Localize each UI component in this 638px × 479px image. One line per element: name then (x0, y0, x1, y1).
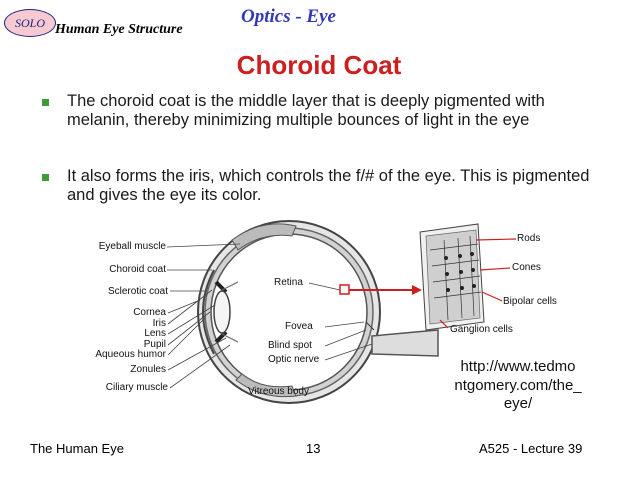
retina-inset (419, 223, 485, 331)
blind-spot-mark (365, 321, 375, 331)
bullet-text-1: The choroid coat is the middle layer tha… (67, 92, 545, 129)
retina-leader-lines (439, 238, 517, 329)
label-vitreous-body: Vitreous body (248, 386, 309, 397)
retina-highlight-box (339, 284, 350, 295)
url-line-1: http://www.tedmo (460, 358, 576, 375)
footer-title: The Human Eye (30, 441, 124, 456)
bullet-marker (42, 171, 52, 181)
lens (213, 290, 231, 334)
label-bipolar-cells: Bipolar cells (503, 296, 557, 307)
source-url: http://www.tedmo ntgomery.com/the_ eye/ (443, 358, 593, 414)
label-optic-nerve: Optic nerve (268, 354, 320, 365)
label-pupil: Pupil (143, 339, 166, 350)
label-ciliary-muscle: Ciliary muscle (105, 382, 168, 393)
label-choroid-coat: Choroid coat (109, 264, 166, 275)
label-rods: Rods (517, 233, 541, 244)
inner-leader-lines (308, 282, 373, 361)
page-number: 13 (306, 441, 321, 456)
slide-title: Choroid Coat (236, 50, 402, 80)
url-line-3: eye/ (503, 395, 533, 412)
label-eyeball-muscle: Eyeball muscle (98, 241, 166, 252)
eyeball-muscle-bottom (235, 373, 297, 398)
header-title: Optics - Eye (241, 6, 336, 27)
label-sclerotic-coat: Sclerotic coat (107, 286, 168, 297)
footer-lecture: A525 - Lecture 39 (479, 441, 583, 456)
solo-logo: SOLO (4, 9, 56, 37)
zonules (221, 281, 239, 343)
label-lens: Lens (144, 328, 166, 339)
bullet-marker (42, 96, 52, 106)
label-cones: Cones (512, 262, 541, 273)
label-aqueous-humor: Aqueous humor (95, 349, 166, 360)
vitreous-body (210, 233, 368, 391)
eyeball-muscle-top (231, 223, 297, 251)
label-cornea: Cornea (133, 307, 166, 318)
label-blind-spot: Blind spot (268, 340, 312, 351)
label-retina: Retina (274, 277, 303, 288)
label-zonules: Zonules (130, 364, 166, 375)
optic-nerve (371, 329, 439, 357)
label-ganglion-cells: Ganglion cells (450, 324, 513, 335)
url-line-2: ntgomery.com/the_ (454, 376, 582, 394)
left-leader-lines (166, 243, 241, 389)
arrow-head (412, 285, 422, 295)
label-fovea: Fovea (285, 321, 313, 332)
bullet-text-2: It also forms the iris, which controls t… (67, 167, 590, 204)
iris (214, 280, 228, 344)
header-subtitle: Human Eye Structure (55, 22, 183, 37)
label-iris: Iris (152, 318, 166, 329)
